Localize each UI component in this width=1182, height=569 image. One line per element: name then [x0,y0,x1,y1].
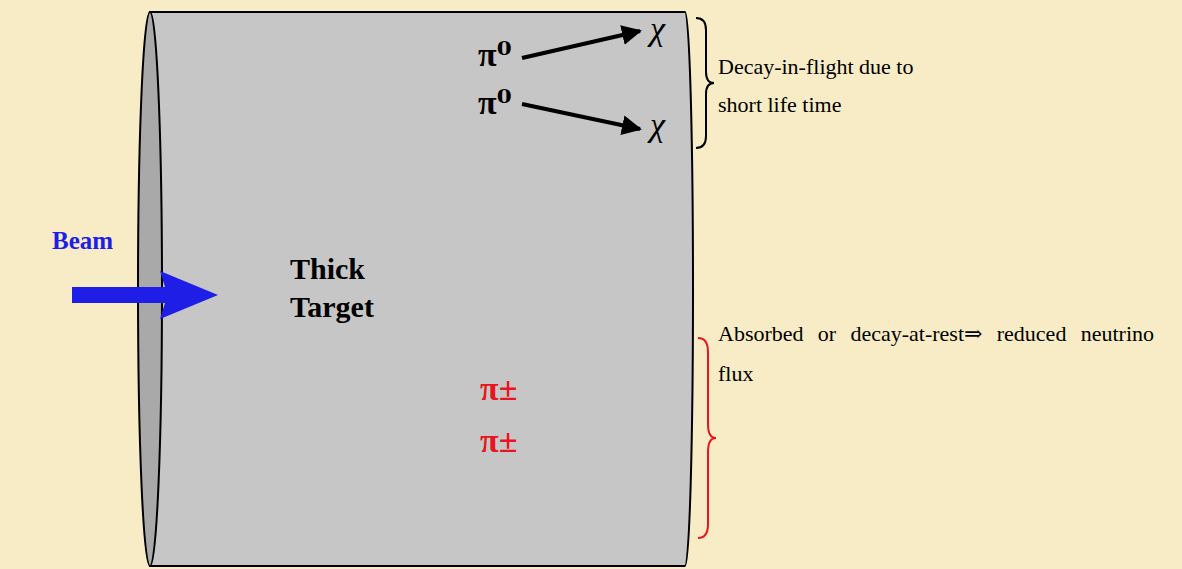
decay-arrow [522,31,640,58]
annotation-note: Decay-in-flight due to short life time [718,48,950,124]
beam-arrow [72,271,218,319]
particle-symbol: π± [480,372,517,406]
annotation-note: Absorbed or decay-at-rest⇒ reduced neutr… [718,314,1154,394]
target-label: Thick Target [290,250,374,325]
particle-symbol: χ [650,108,665,142]
target-cylinder: Thick Target [130,8,705,569]
decay-arrow [522,104,640,129]
particle-symbol: χ [650,12,665,46]
particle-symbol: π⁰ [478,38,512,72]
particle-symbol: π± [480,424,517,458]
cylinder-body [150,12,693,566]
cylinder-outline [130,8,705,569]
particle-symbol: π⁰ [478,86,512,120]
beam-label: Beam [52,228,113,253]
curly-brace [696,18,714,148]
curly-brace [698,338,716,538]
